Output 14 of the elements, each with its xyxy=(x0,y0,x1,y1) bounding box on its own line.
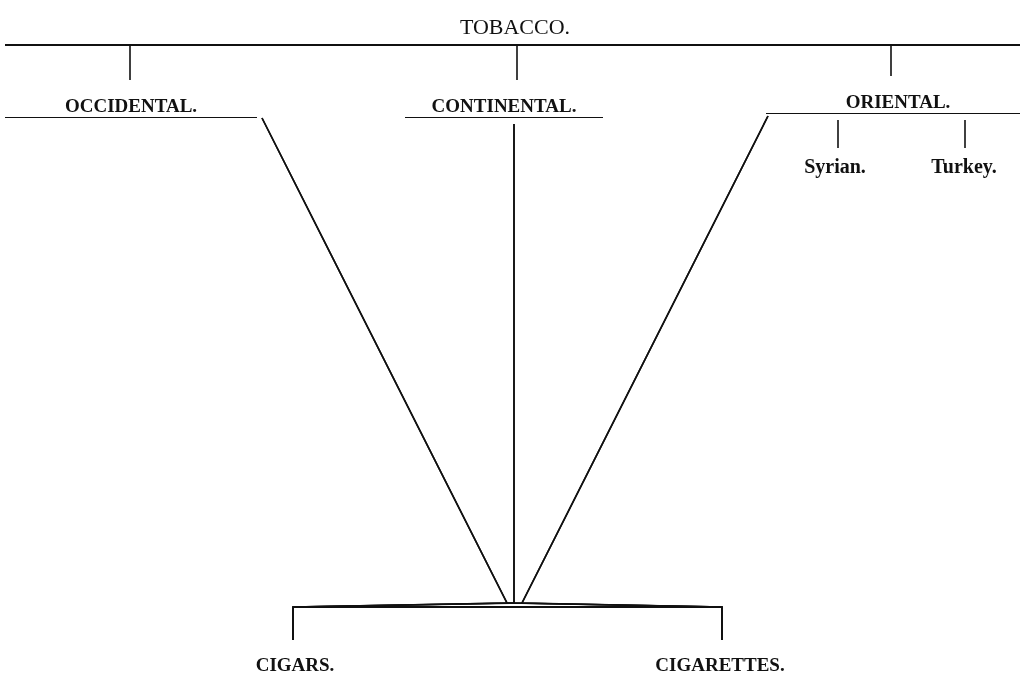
underlined-heading: ORIENTAL. xyxy=(766,76,1020,114)
underlined-heading: OCCIDENTAL. xyxy=(5,80,257,118)
category-label: CIGARETTES. xyxy=(610,644,830,676)
connector-line xyxy=(129,44,516,81)
connector-line xyxy=(964,119,966,149)
category-label: Turkey. xyxy=(905,148,1023,178)
category-label: TOBACCO. xyxy=(415,6,615,40)
connector-line xyxy=(514,44,518,81)
connector-line xyxy=(520,115,769,641)
connector-line xyxy=(837,119,839,149)
category-label: Syrian. xyxy=(775,148,895,178)
underlined-heading: CONTINENTAL. xyxy=(405,80,603,118)
category-label: CIGARS. xyxy=(225,644,365,676)
connector-line xyxy=(514,44,892,77)
